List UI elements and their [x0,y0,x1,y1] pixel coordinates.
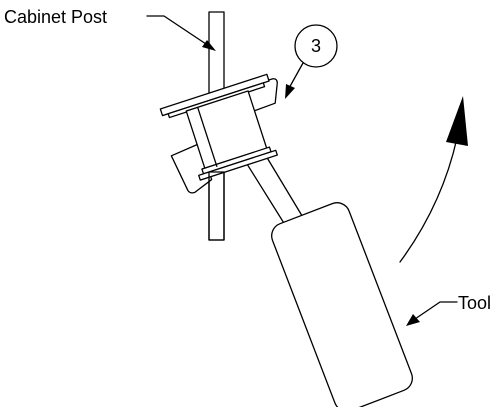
callout-circle [294,24,338,68]
cabinet-post-lower [208,171,225,241]
rotation-arrow [399,96,468,263]
tool [236,140,413,407]
tool-label: Tool [458,293,491,313]
cabinet-post-label: Cabinet Post [4,7,107,27]
callout-number: 3 [311,36,321,56]
cabinet-post-leader [146,15,210,47]
callout-arrowhead [285,84,295,99]
clip-bracket [159,73,278,194]
tool-leader [414,301,458,320]
tool-handle [271,202,413,407]
tool-label-group: Tool [406,293,491,326]
cabinet-post-label-group: Cabinet Post [4,7,216,51]
cabinet-post-arrowhead [202,40,216,51]
callout-3: 3 [285,24,338,99]
rotation-arrow-curve [399,137,458,263]
rotation-arrowhead [446,96,468,146]
tool-arrowhead [406,314,420,326]
callout-leader [287,62,304,91]
